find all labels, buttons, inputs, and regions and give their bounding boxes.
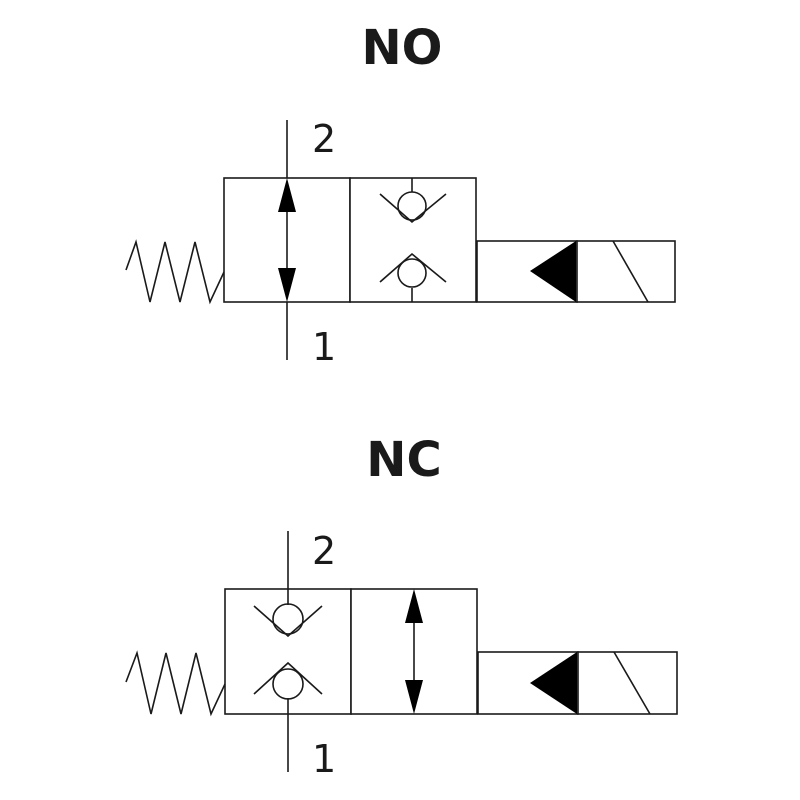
solenoid-actuator-icon [477,651,678,715]
arrow-down-icon [405,680,423,714]
solenoid-actuator-icon [476,240,676,303]
check-valve-icon [253,603,323,638]
arrow-up-icon [278,178,296,212]
arrow-up-icon [405,589,423,623]
valve-nc: NC 2 1 [125,432,678,781]
valve-nc-title: NC [366,432,441,488]
check-valve-icon [379,178,447,224]
port-1-label: 1 [312,737,336,781]
arrow-down-icon [278,268,296,302]
check-valve-icon [379,252,447,302]
port-2-label: 2 [312,117,336,161]
check-valve-icon [253,661,323,700]
valve-no-title: NO [362,20,443,76]
port-1-label: 1 [312,325,336,369]
valve-no-check-block [349,177,477,303]
spring-icon [125,239,225,305]
port-2-label: 2 [312,529,336,573]
spring-icon [125,650,226,717]
valve-no: NO 2 1 [125,20,676,369]
valve-nc-check-block [224,588,352,715]
